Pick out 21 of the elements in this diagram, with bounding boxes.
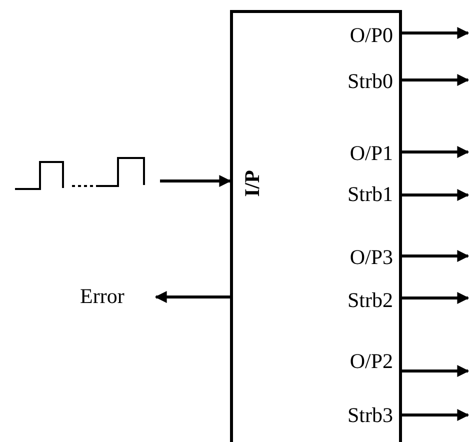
block-box <box>230 10 402 442</box>
arrow <box>160 175 232 187</box>
output-label: O/P1 <box>350 143 393 164</box>
output-label: Strb2 <box>347 290 393 311</box>
arrow <box>402 250 470 262</box>
output-label: Strb0 <box>347 71 393 92</box>
output-label: Strb3 <box>347 405 393 426</box>
arrow <box>402 146 470 158</box>
arrow <box>402 74 470 86</box>
output-label: Strb1 <box>347 184 393 205</box>
input-label: I/P <box>242 170 263 197</box>
output-label: O/P3 <box>350 247 393 268</box>
arrow <box>402 365 470 377</box>
arrow <box>402 189 470 201</box>
output-label: O/P0 <box>350 25 393 46</box>
arrow <box>154 291 230 303</box>
arrow <box>402 409 470 421</box>
output-label: O/P2 <box>350 351 393 372</box>
signal-label: Error <box>80 286 124 307</box>
arrow <box>402 292 470 304</box>
arrow <box>402 27 470 39</box>
